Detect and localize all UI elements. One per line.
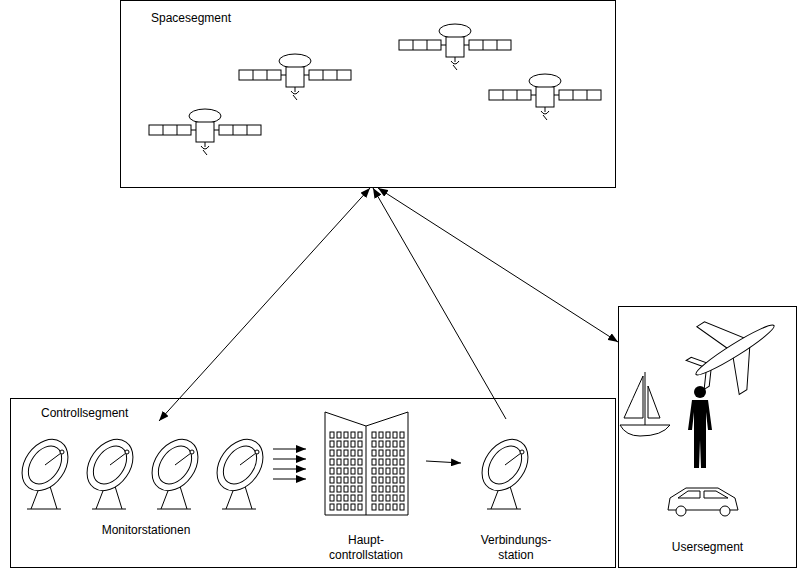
person-icon bbox=[688, 386, 712, 468]
arrow-line bbox=[378, 188, 618, 342]
arrow-line bbox=[426, 461, 461, 463]
satellite-icon bbox=[399, 24, 511, 70]
segment-box: ControllsegmentMonitorstationenHaupt- co… bbox=[10, 398, 616, 568]
station-label: Monitorstationen bbox=[102, 523, 191, 538]
airplane-icon bbox=[674, 292, 795, 409]
satellite-icon bbox=[489, 74, 601, 120]
segment-box: Spacesegment bbox=[120, 0, 616, 188]
sailboat-icon bbox=[620, 372, 670, 436]
arrow-line bbox=[273, 459, 306, 460]
station-label: Haupt- controllstation bbox=[316, 533, 416, 563]
signal-arrow bbox=[378, 188, 618, 342]
station-group: Haupt- controllstation bbox=[306, 411, 426, 566]
car-icon bbox=[668, 488, 738, 516]
dish-antenna bbox=[78, 431, 143, 509]
dish-antenna bbox=[13, 431, 78, 509]
arrow-line bbox=[373, 188, 506, 419]
station-label: Verbindungs- station bbox=[474, 533, 558, 563]
segment-label: Controllsegment bbox=[41, 406, 615, 421]
dish-antenna bbox=[208, 431, 273, 509]
station-group: Verbindungs- station bbox=[461, 419, 571, 566]
building-icon bbox=[325, 412, 408, 515]
arrow-line bbox=[273, 449, 306, 450]
dish-antenna bbox=[143, 431, 208, 509]
dish-antenna bbox=[473, 431, 538, 509]
satellite-icon bbox=[149, 109, 261, 155]
segment-label: Spacesegment bbox=[151, 11, 615, 26]
arrow-line bbox=[273, 479, 306, 480]
satellite-icon bbox=[239, 54, 351, 100]
segment-label: Usersegment bbox=[672, 540, 743, 555]
arrow-line bbox=[159, 188, 370, 421]
signal-arrow bbox=[426, 461, 461, 463]
signal-arrow bbox=[373, 188, 506, 419]
arrow-line bbox=[273, 469, 306, 470]
signal-arrow bbox=[159, 188, 370, 421]
station-group: Monitorstationen bbox=[19, 421, 273, 566]
segment-box: Usersegment bbox=[618, 306, 797, 568]
signal-arrow bbox=[273, 449, 306, 479]
